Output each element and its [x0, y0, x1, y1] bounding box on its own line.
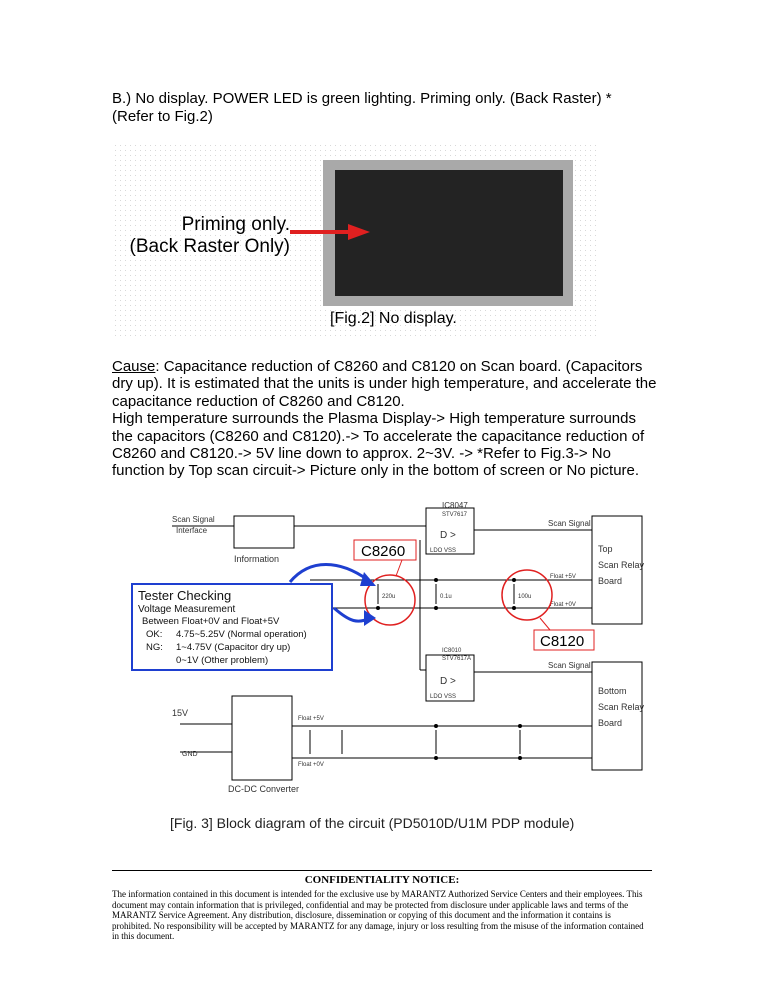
c8260-circle [364, 574, 416, 626]
dcdc-block [231, 695, 293, 781]
c8120-circle [501, 569, 553, 621]
dcdc-label: DC-DC Converter [228, 784, 299, 794]
scan-signal-in: Scan Signal [172, 515, 215, 524]
notice-title: CONFIDENTIALITY NOTICE: [304, 874, 460, 886]
tester-title: Tester Checking [138, 588, 231, 603]
ic-bot-sym: D > [440, 676, 456, 687]
c-mid-val: 0.1u [440, 594, 452, 600]
ic-top-label: IC8047 [442, 501, 468, 510]
fig2-label-line-1: Priming only. [181, 214, 290, 235]
bottom-board [591, 661, 643, 771]
block-diagram: Scan Signal Interface Information IC8047… [131, 501, 645, 794]
tester-ng-label: NG: [146, 642, 163, 653]
heading-line-2: (Refer to Fig.2) [112, 108, 213, 125]
top-board-1: Top [598, 544, 613, 554]
c8120-callout: C8120 [540, 633, 584, 650]
top-float-5v: Float +5V [550, 574, 576, 580]
c8260-val: 220u [382, 594, 395, 600]
heading-line-1: B.) No display. POWER LED is green light… [112, 90, 612, 107]
bottom-board-1: Bottom [598, 686, 627, 696]
ic-bot-sub: STV7617A [442, 656, 471, 662]
tester-between: Between Float+0V and Float+5V [142, 616, 280, 627]
dcdc-float-p: Float +5V [298, 716, 324, 722]
ic-bottom [425, 654, 475, 702]
gnd-label: GND [182, 751, 198, 758]
notice-divider [112, 870, 652, 871]
fig2-label: Priming only. (Back Raster Only) [120, 214, 290, 258]
dcdc-float-n: Float +0V [298, 762, 324, 768]
fig2-caption: [Fig.2] No display. [330, 310, 457, 327]
info-label: Information [234, 554, 279, 564]
fig3-caption: [Fig. 3] Block diagram of the circuit (P… [170, 815, 575, 831]
cause-text: : Capacitance reduction of C8260 and C81… [112, 358, 657, 410]
top-float-0v: Float +0V [550, 602, 576, 608]
scan-signal-bot: Scan Signal [548, 661, 591, 670]
bottom-board-2: Scan Relay [598, 702, 645, 712]
ic-bot-label: IC8010 [442, 648, 462, 654]
interface-label: Interface [176, 526, 208, 535]
blue-arrow-top-icon [288, 563, 369, 583]
c8260-callout-box [353, 539, 417, 561]
info-block [233, 515, 295, 549]
ic-bot-bottom: LDO VSS [430, 694, 456, 700]
cause-text-2: High temperature surrounds the Plasma Di… [112, 410, 645, 480]
tester-box [131, 583, 333, 671]
notice-body: The information contained in this docume… [112, 889, 644, 942]
cause-paragraph: Cause: Capacitance reduction of C8260 an… [112, 358, 657, 480]
display-screen [335, 170, 563, 296]
ic-top-bottom: LDO VSS [430, 548, 456, 554]
bottom-board-3: Board [598, 718, 622, 728]
section-heading: B.) No display. POWER LED is green light… [112, 90, 652, 126]
c8120-callout-box [533, 629, 595, 651]
tester-ng-value-1: 1~4.75V (Capacitor dry up) [176, 642, 290, 653]
c8260-callout: C8260 [361, 543, 405, 560]
tester-ok-label: OK: [146, 629, 162, 640]
top-board [591, 515, 643, 625]
cause-label: Cause [112, 358, 156, 375]
top-board-2: Scan Relay [598, 560, 645, 570]
tester-ok-value: 4.75~5.25V (Normal operation) [176, 629, 307, 640]
red-arrow-icon [290, 224, 370, 240]
c8120-val: 100u [518, 594, 531, 600]
ic-top-sub: STV7617 [442, 512, 468, 518]
ic-top-sym: D > [440, 530, 456, 541]
fig2-label-line-2: (Back Raster Only) [129, 236, 290, 257]
tester-ng-value-2: 0~1V (Other problem) [176, 655, 268, 666]
scan-signal-top: Scan Signal [548, 519, 591, 528]
v15-label: 15V [172, 708, 188, 718]
ic-top [425, 507, 475, 555]
tester-subtitle: Voltage Measurement [138, 604, 236, 615]
top-board-3: Board [598, 576, 622, 586]
